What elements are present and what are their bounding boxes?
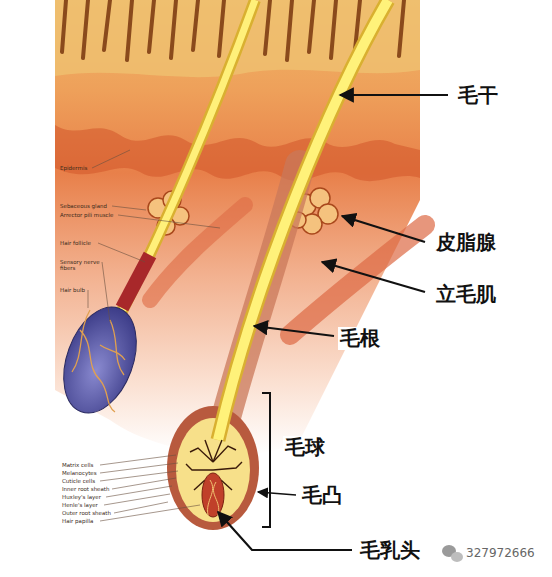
small-part-label: Hair bulb	[60, 287, 85, 293]
small-part-label: Sebaceous gland	[60, 203, 107, 209]
papilla-vessels	[208, 480, 219, 515]
part-label: 毛根	[338, 327, 382, 350]
small-part-label: Arrector pili muscle	[60, 212, 113, 218]
hair-shaft	[112, 0, 255, 330]
part-label: 毛干	[456, 84, 500, 107]
follicle-sheath	[122, 255, 150, 308]
small-part-label: Cuticle cells	[62, 478, 95, 484]
small-part-label: Epidermis	[60, 165, 87, 171]
small-part-label: Henle's layer	[62, 502, 98, 508]
part-label: 毛球	[283, 436, 327, 459]
hair-shaft	[218, 0, 388, 440]
callout-arrows	[218, 95, 448, 550]
small-part-label: Outer root sheath	[62, 510, 111, 516]
arrector-pili	[290, 225, 425, 335]
watermark-icon	[442, 545, 463, 562]
small-part-label: Hair follicle	[60, 240, 91, 246]
small-part-label: Huxley's layer	[62, 494, 101, 500]
part-label: 毛乳头	[358, 539, 422, 562]
hair-bulb	[167, 406, 259, 530]
hair-bulb	[50, 297, 150, 423]
epidermis-layer	[55, 125, 420, 181]
small-part-label: Hair papilla	[62, 518, 93, 524]
hair-shaft	[218, 0, 388, 440]
dermal-papilla	[202, 473, 224, 517]
leader-lines	[88, 150, 220, 521]
part-label: 毛凸	[300, 484, 344, 507]
part-label: 皮脂腺	[434, 231, 498, 254]
hair-shaft	[112, 0, 255, 330]
small-part-label: Sensory nerve fibers	[60, 259, 100, 272]
small-part-label: Melanocytes	[62, 470, 97, 476]
nerve-fibers	[72, 310, 125, 412]
small-part-label: Matrix cells	[62, 462, 93, 468]
watermark: 327972666	[466, 547, 535, 561]
part-label: 立毛肌	[434, 283, 498, 306]
small-part-label: Inner root sheath	[62, 486, 110, 492]
